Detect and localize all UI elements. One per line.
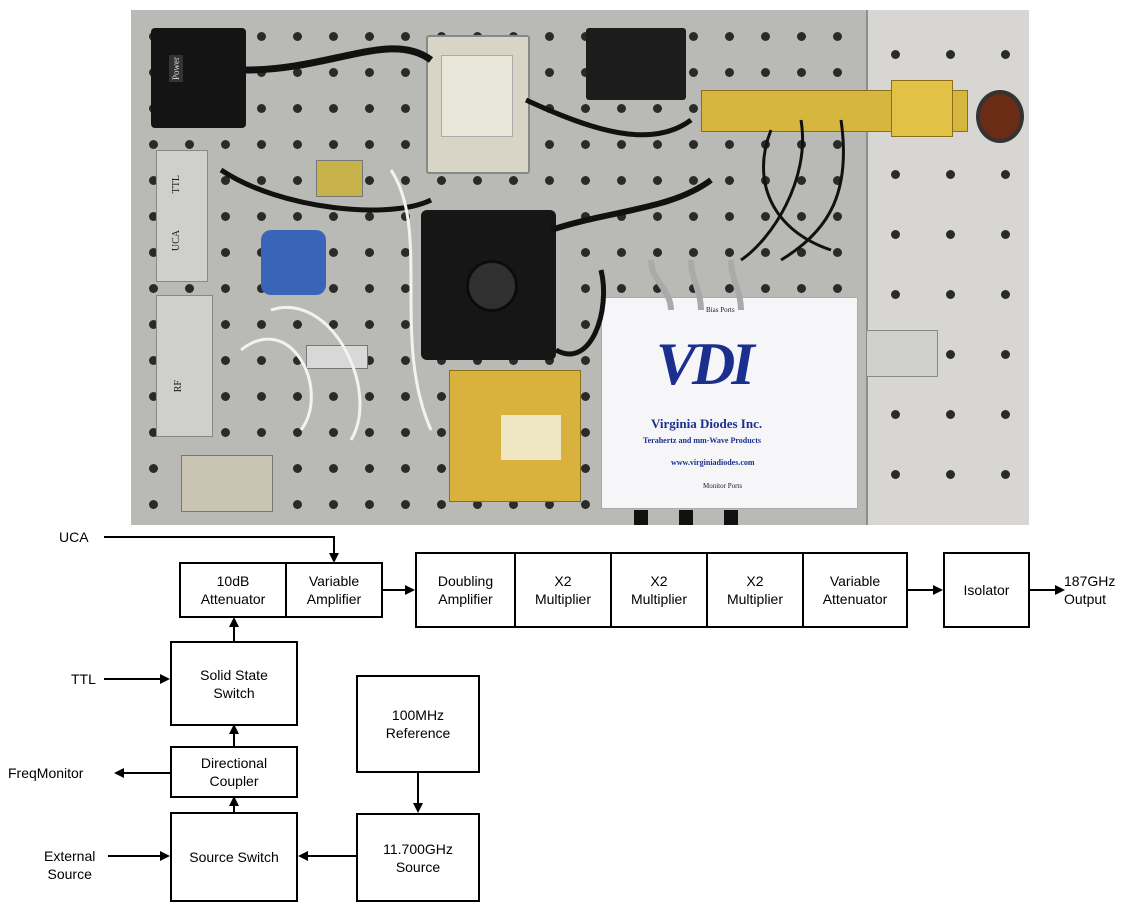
- variable-amplifier-block: Variable Amplifier: [285, 562, 383, 618]
- reference-100mhz-block: 100MHz Reference: [356, 675, 480, 773]
- doubling-amplifier-block: Doubling Amplifier: [415, 552, 516, 628]
- output-label: 187GHz Output: [1064, 572, 1115, 608]
- x2-multiplier-2-block: X2 Multiplier: [610, 552, 708, 628]
- source-switch-block: Source Switch: [170, 812, 298, 902]
- external-source-label: External Source: [44, 847, 95, 883]
- arrow-uca: [104, 537, 334, 561]
- source-11700ghz-block: 11.700GHz Source: [356, 813, 480, 902]
- cables: [131, 10, 1029, 525]
- attenuator-10db-block: 10dB Attenuator: [179, 562, 287, 618]
- block-diagram: UCA TTL FreqMonitor External Source 187G…: [0, 520, 1124, 916]
- x2-multiplier-1-block: X2 Multiplier: [514, 552, 612, 628]
- ttl-input-label: TTL: [71, 670, 96, 688]
- isolator-block: Isolator: [943, 552, 1030, 628]
- variable-attenuator-block: Variable Attenuator: [802, 552, 908, 628]
- directional-coupler-block: Directional Coupler: [170, 746, 298, 798]
- solid-state-switch-block: Solid State Switch: [170, 641, 298, 726]
- hardware-photo: Power TTL UCA RF Bias Ports VDI Virginia…: [131, 10, 1029, 525]
- x2-multiplier-3-block: X2 Multiplier: [706, 552, 804, 628]
- freq-monitor-label: FreqMonitor: [8, 764, 83, 782]
- uca-input-label: UCA: [59, 528, 89, 546]
